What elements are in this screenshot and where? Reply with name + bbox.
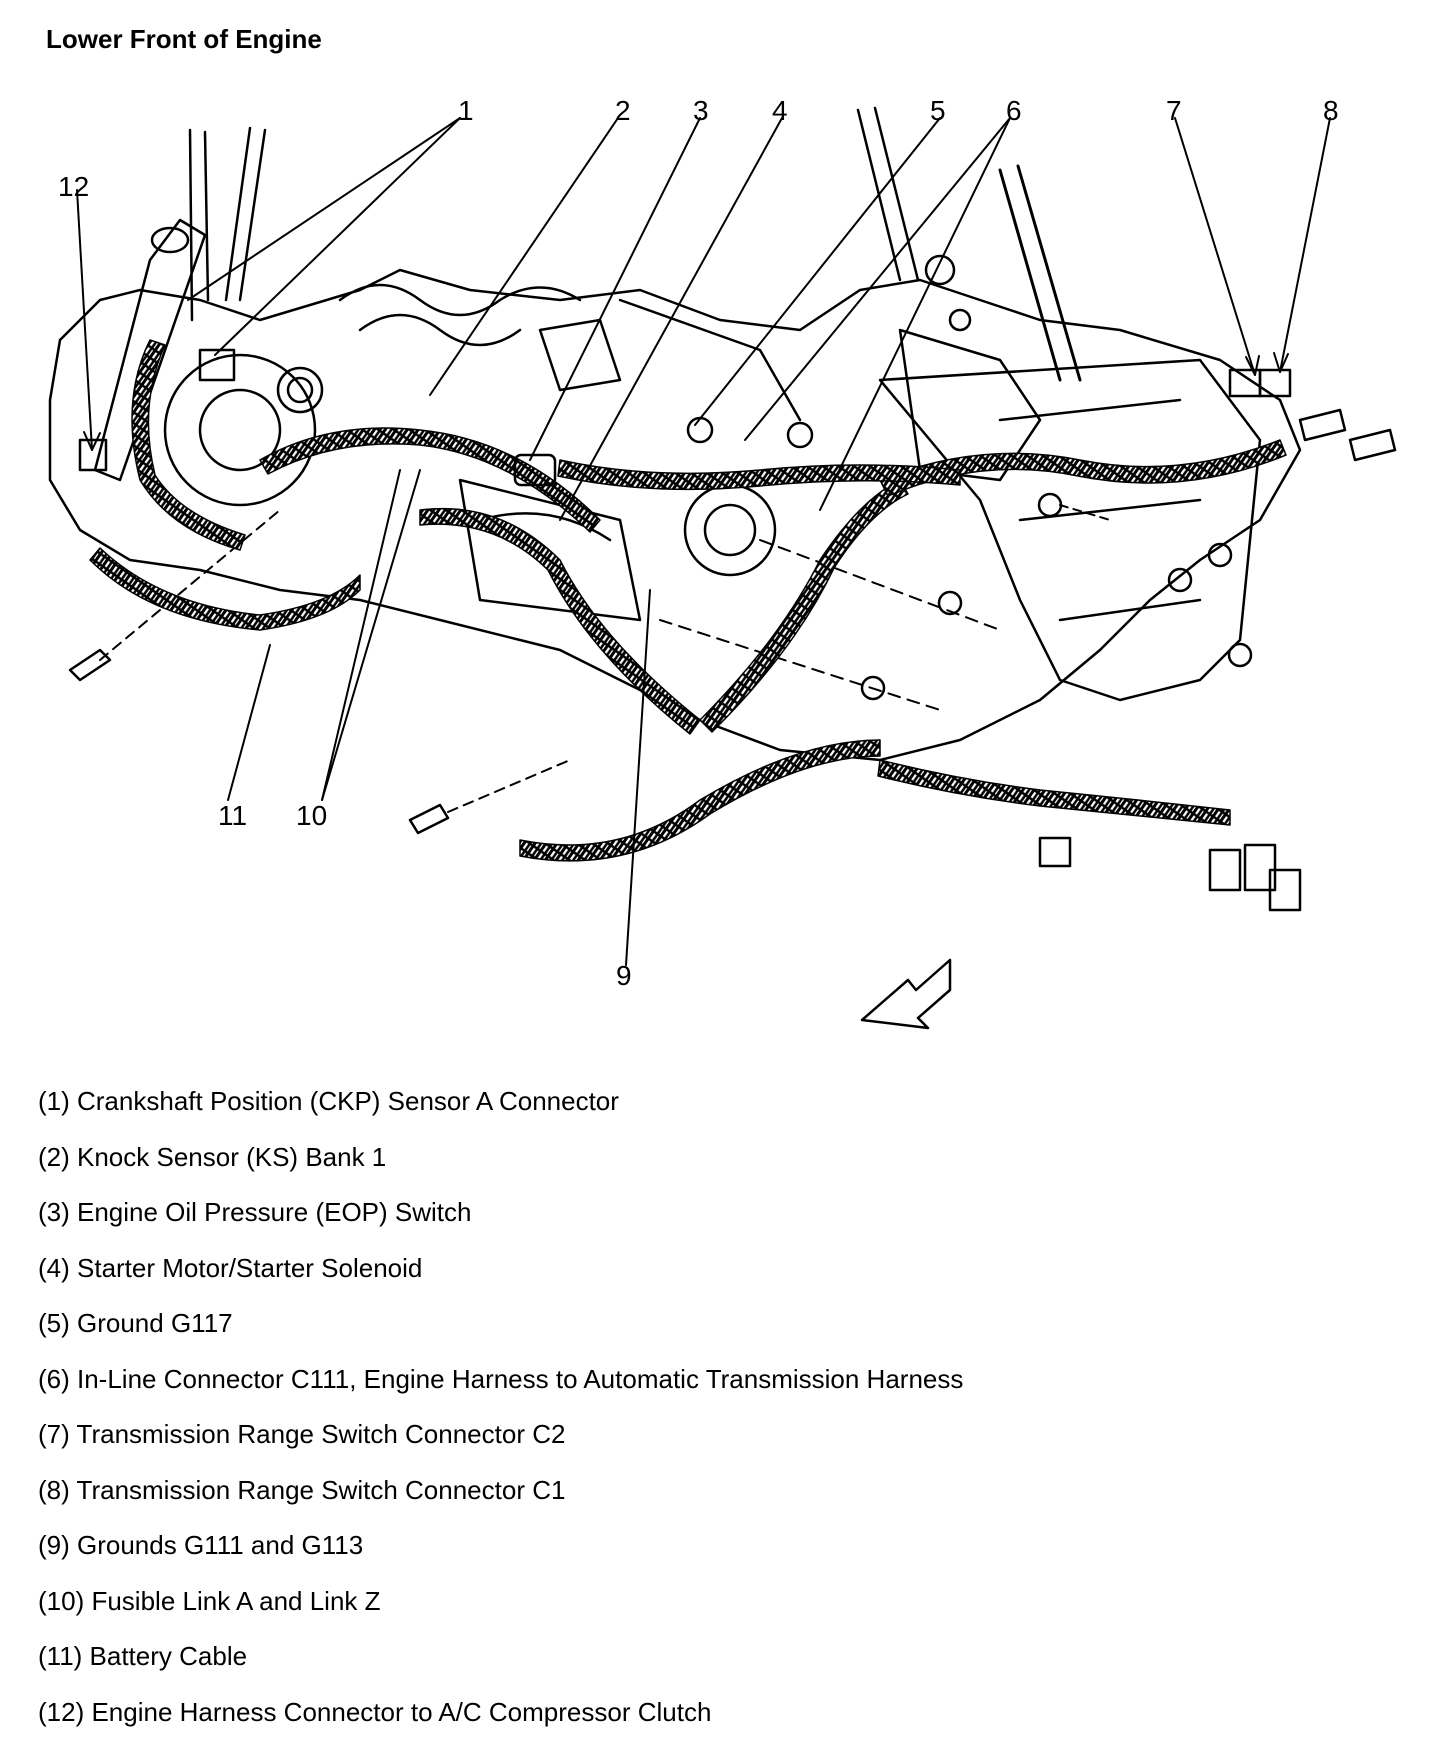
legend-item: (1) Crankshaft Position (CKP) Sensor A C… xyxy=(38,1086,963,1142)
callout-3: 3 xyxy=(693,95,709,126)
legend-item: (11) Battery Cable xyxy=(38,1641,963,1697)
legend-item: (4) Starter Motor/Starter Solenoid xyxy=(38,1253,963,1309)
connectors xyxy=(80,350,1395,910)
leader-lines xyxy=(77,118,1330,965)
legend-item: (8) Transmission Range Switch Connector … xyxy=(38,1475,963,1531)
wiring-harness xyxy=(90,340,1286,861)
legend-item: (3) Engine Oil Pressure (EOP) Switch xyxy=(38,1197,963,1253)
legend-item: (10) Fusible Link A and Link Z xyxy=(38,1586,963,1642)
callout-2: 2 xyxy=(615,95,631,126)
front-direction-arrow xyxy=(862,960,950,1028)
callout-6: 6 xyxy=(1006,95,1022,126)
engine-diagram: 1 2 3 4 5 6 7 8 9 10 11 12 xyxy=(0,0,1456,1060)
callout-11: 11 xyxy=(218,800,247,831)
legend-item: (2) Knock Sensor (KS) Bank 1 xyxy=(38,1142,963,1198)
legend-item: (7) Transmission Range Switch Connector … xyxy=(38,1419,963,1475)
legend-item: (5) Ground G117 xyxy=(38,1308,963,1364)
legend-item: (12) Engine Harness Connector to A/C Com… xyxy=(38,1697,963,1752)
legend-item: (6) In-Line Connector C111, Engine Harne… xyxy=(38,1364,963,1420)
callout-12: 12 xyxy=(58,171,89,202)
callout-7: 7 xyxy=(1166,95,1182,126)
callout-1: 1 xyxy=(458,95,474,126)
callout-10: 10 xyxy=(296,800,327,831)
callout-8: 8 xyxy=(1323,95,1339,126)
callout-5: 5 xyxy=(930,95,946,126)
callout-4: 4 xyxy=(772,95,788,126)
legend-item: (9) Grounds G111 and G113 xyxy=(38,1530,963,1586)
legend-list: (1) Crankshaft Position (CKP) Sensor A C… xyxy=(38,1086,963,1752)
callout-9: 9 xyxy=(616,960,632,991)
